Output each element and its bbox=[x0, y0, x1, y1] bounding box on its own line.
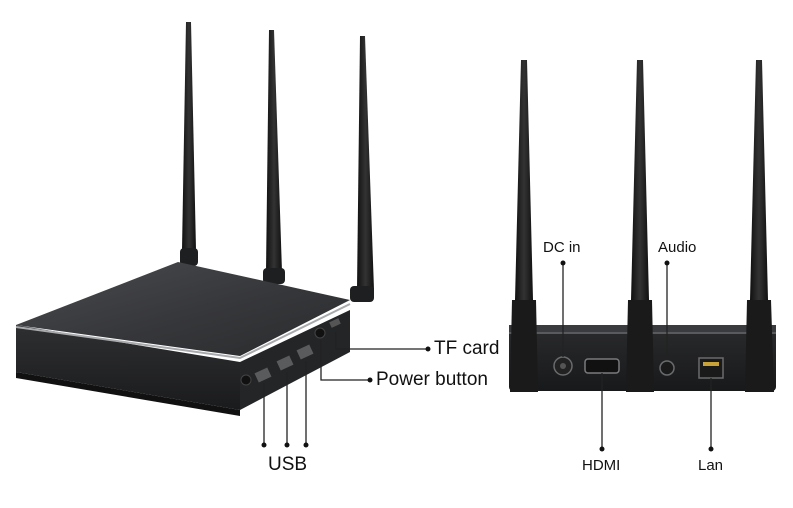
callout-lines-left bbox=[263, 332, 428, 443]
dc-in-label: DC in bbox=[543, 239, 581, 256]
hdmi-label: HDMI bbox=[582, 457, 621, 474]
usb-port-1 bbox=[254, 367, 272, 383]
hdmi-port bbox=[584, 358, 620, 374]
antenna-left-2 bbox=[263, 30, 285, 284]
usb-label: USB bbox=[268, 454, 308, 475]
power-button bbox=[240, 374, 252, 386]
antenna-right-1 bbox=[510, 60, 538, 392]
callout-lines-right bbox=[562, 263, 712, 448]
audio-label: Audio bbox=[658, 239, 697, 256]
usb-port-3 bbox=[296, 344, 314, 360]
antenna-left-3 bbox=[350, 36, 374, 302]
callout-dots-left bbox=[261, 346, 431, 448]
router-body-front bbox=[16, 325, 240, 410]
tf-card-label: TF card bbox=[434, 338, 500, 359]
callout-dots-right bbox=[560, 260, 714, 452]
router-body-top bbox=[16, 262, 350, 356]
power-button-label: Power button bbox=[376, 369, 488, 390]
router-left-view bbox=[15, 22, 431, 448]
power-button-2 bbox=[314, 327, 326, 339]
tf-card-slot bbox=[329, 318, 341, 328]
lan-label: Lan bbox=[698, 457, 724, 474]
router-back-view bbox=[509, 60, 776, 452]
antenna-left-1 bbox=[180, 22, 198, 266]
lan-port bbox=[698, 357, 724, 379]
usb-port-2 bbox=[276, 355, 294, 371]
antenna-right-2 bbox=[626, 60, 654, 392]
audio-port bbox=[659, 360, 675, 376]
antenna-right-3 bbox=[745, 60, 774, 392]
